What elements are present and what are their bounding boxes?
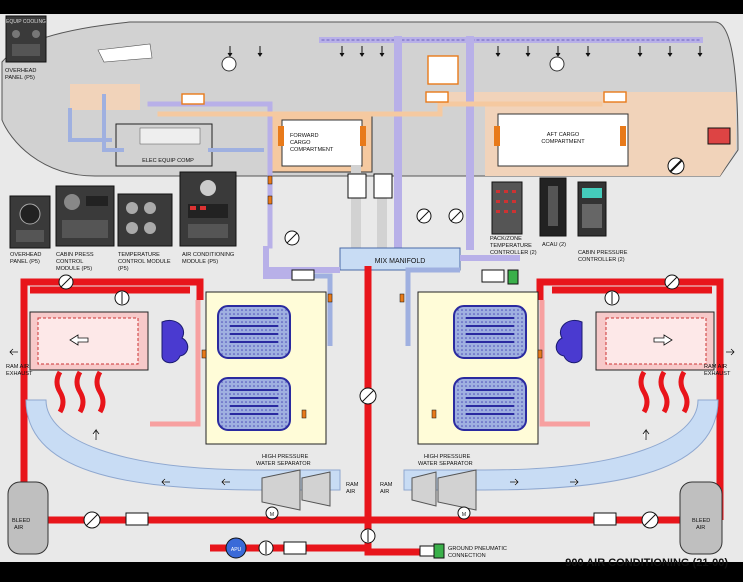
hp-water-sep-left-label-2: WATER SEPARATOR [256, 461, 311, 467]
heaters [181, 55, 627, 105]
cabin-press-label-2: CONTROL [56, 259, 83, 265]
ram-air-exhaust-left-label-1: RAM AIR [6, 364, 29, 370]
equip-cooling-label: EQUIP COOLING [6, 19, 46, 25]
overhead-panel-top-label-2: PANEL (P5) [5, 75, 35, 81]
outflow-valve [667, 127, 731, 175]
ground-pneumatic-label-1: GROUND PNEUMATIC [448, 546, 507, 552]
air-cycle-machine-right [555, 320, 583, 364]
elec-equip-comp-label: ELEC EQUIP COMP [142, 158, 194, 164]
ram-air-exhaust-right-label-2: EXHAUST [704, 371, 731, 377]
cabin-pressure-controller-label-1: CABIN PRESSURE [578, 250, 628, 256]
pack-zone-label-1: PACK/ZONE [490, 236, 522, 242]
air-conditioning-module-label-2: MODULE (P5) [182, 259, 218, 265]
hp-water-sep-right-label-2: WATER SEPARATOR [418, 461, 473, 467]
ram-air-exhaust-left-label-2: EXHAUST [6, 371, 33, 377]
cabin-pressure-controller-label-2: CONTROLLER (2) [578, 257, 625, 263]
cabin-press-control-module-image [55, 185, 115, 247]
bleed-air-right-label-1: BLEED [692, 518, 710, 524]
elec-equip-compartment: ELEC EQUIP COMP [115, 123, 213, 167]
motor-right-label: M [462, 512, 466, 518]
forward-cargo-label-1: FORWARD [290, 133, 319, 139]
water-separators [261, 469, 477, 511]
pack-zone-label-3: CONTROLLER (2) [490, 250, 537, 256]
pack-bay-right [417, 291, 539, 445]
forward-cargo-label-2: CARGO [290, 140, 311, 146]
ram-air-left-label-2: AIR [346, 489, 355, 495]
flow-arrows [9, 334, 735, 486]
air-conditioning-module-label-1: AIR CONDITIONING [182, 252, 234, 258]
aft-cargo-label-2: COMPARTMENT [541, 139, 585, 145]
forward-cargo-compartment: FORWARD CARGO COMPARTMENT [271, 113, 373, 173]
ram-air-ducts [25, 399, 719, 491]
ram-air-left-label-1: RAM [346, 482, 359, 488]
temperature-control-label-1: TEMPERATURE [118, 252, 160, 258]
apu-label: APU [231, 547, 242, 553]
check-valves [125, 173, 617, 555]
valves [58, 208, 680, 556]
ground-pneumatic-label-2: CONNECTION [448, 553, 486, 559]
heat-exchanger-right [595, 311, 715, 414]
acau-image [539, 177, 567, 237]
apu: APU [225, 537, 247, 559]
diagram-title: 900 AIR CONDITIONING (21-00) [565, 557, 728, 569]
equip-cooling-panel: EQUIP COOLING [5, 15, 47, 63]
warm-ducts [150, 300, 590, 427]
motor-left-label: M [270, 512, 274, 518]
acau-label: ACAU (2) [542, 242, 566, 248]
outlet-arrows [227, 46, 703, 57]
sensors [201, 175, 543, 419]
ground-connections [419, 269, 519, 559]
overhead-panel-p5-label-1: OVERHEAD [10, 252, 41, 258]
ram-air-exhaust-right-label-1: RAM AIR [704, 364, 727, 370]
bleed-air-right-label-2: AIR [696, 525, 705, 531]
bleed-air-left-label-1: BLEED [12, 518, 30, 524]
overhead-panel-p5-label-2: PANEL (P5) [10, 259, 40, 265]
ram-air-right-label-1: RAM [380, 482, 393, 488]
temperature-control-label-2: CONTROL MODULE [118, 259, 171, 265]
engine-left: BLEED AIR [7, 481, 49, 555]
hp-water-sep-left-label-1: HIGH PRESSURE [262, 454, 309, 460]
bleed-air-left-label-2: AIR [14, 525, 23, 531]
pack-zone-controller-image [491, 181, 523, 235]
forward-cargo-label-3: COMPARTMENT [290, 147, 334, 153]
overhead-panel-p5-image [9, 195, 51, 249]
pack-bay-left [205, 291, 327, 445]
engine-right: BLEED AIR [679, 481, 723, 555]
temperature-control-module-image [117, 193, 173, 247]
air-cycle-machine-left [161, 320, 189, 364]
temperature-control-label-3: (P5) [118, 266, 129, 272]
fuselage-windows [221, 56, 565, 72]
cabin-press-label-3: MODULE (P5) [56, 266, 92, 272]
mix-manifold: MIX MANIFOLD [339, 247, 461, 271]
pack-zone-label-2: TEMPERATURE [490, 243, 532, 249]
cabin-pressure-controller-image [577, 181, 607, 237]
aft-cargo-compartment: AFT CARGO COMPARTMENT [494, 113, 629, 167]
cabin-press-label-1: CABIN PRESS [56, 252, 94, 258]
ram-air-right-label-2: AIR [380, 489, 389, 495]
hp-water-sep-right-label-1: HIGH PRESSURE [424, 454, 471, 460]
overhead-panel-top-label-1: OVERHEAD [5, 68, 36, 74]
ram-fan-motors: M M [265, 506, 471, 520]
aft-cargo-label-1: AFT CARGO [547, 132, 580, 138]
air-conditioning-module-image [179, 171, 237, 247]
mix-manifold-label: MIX MANIFOLD [375, 258, 426, 265]
